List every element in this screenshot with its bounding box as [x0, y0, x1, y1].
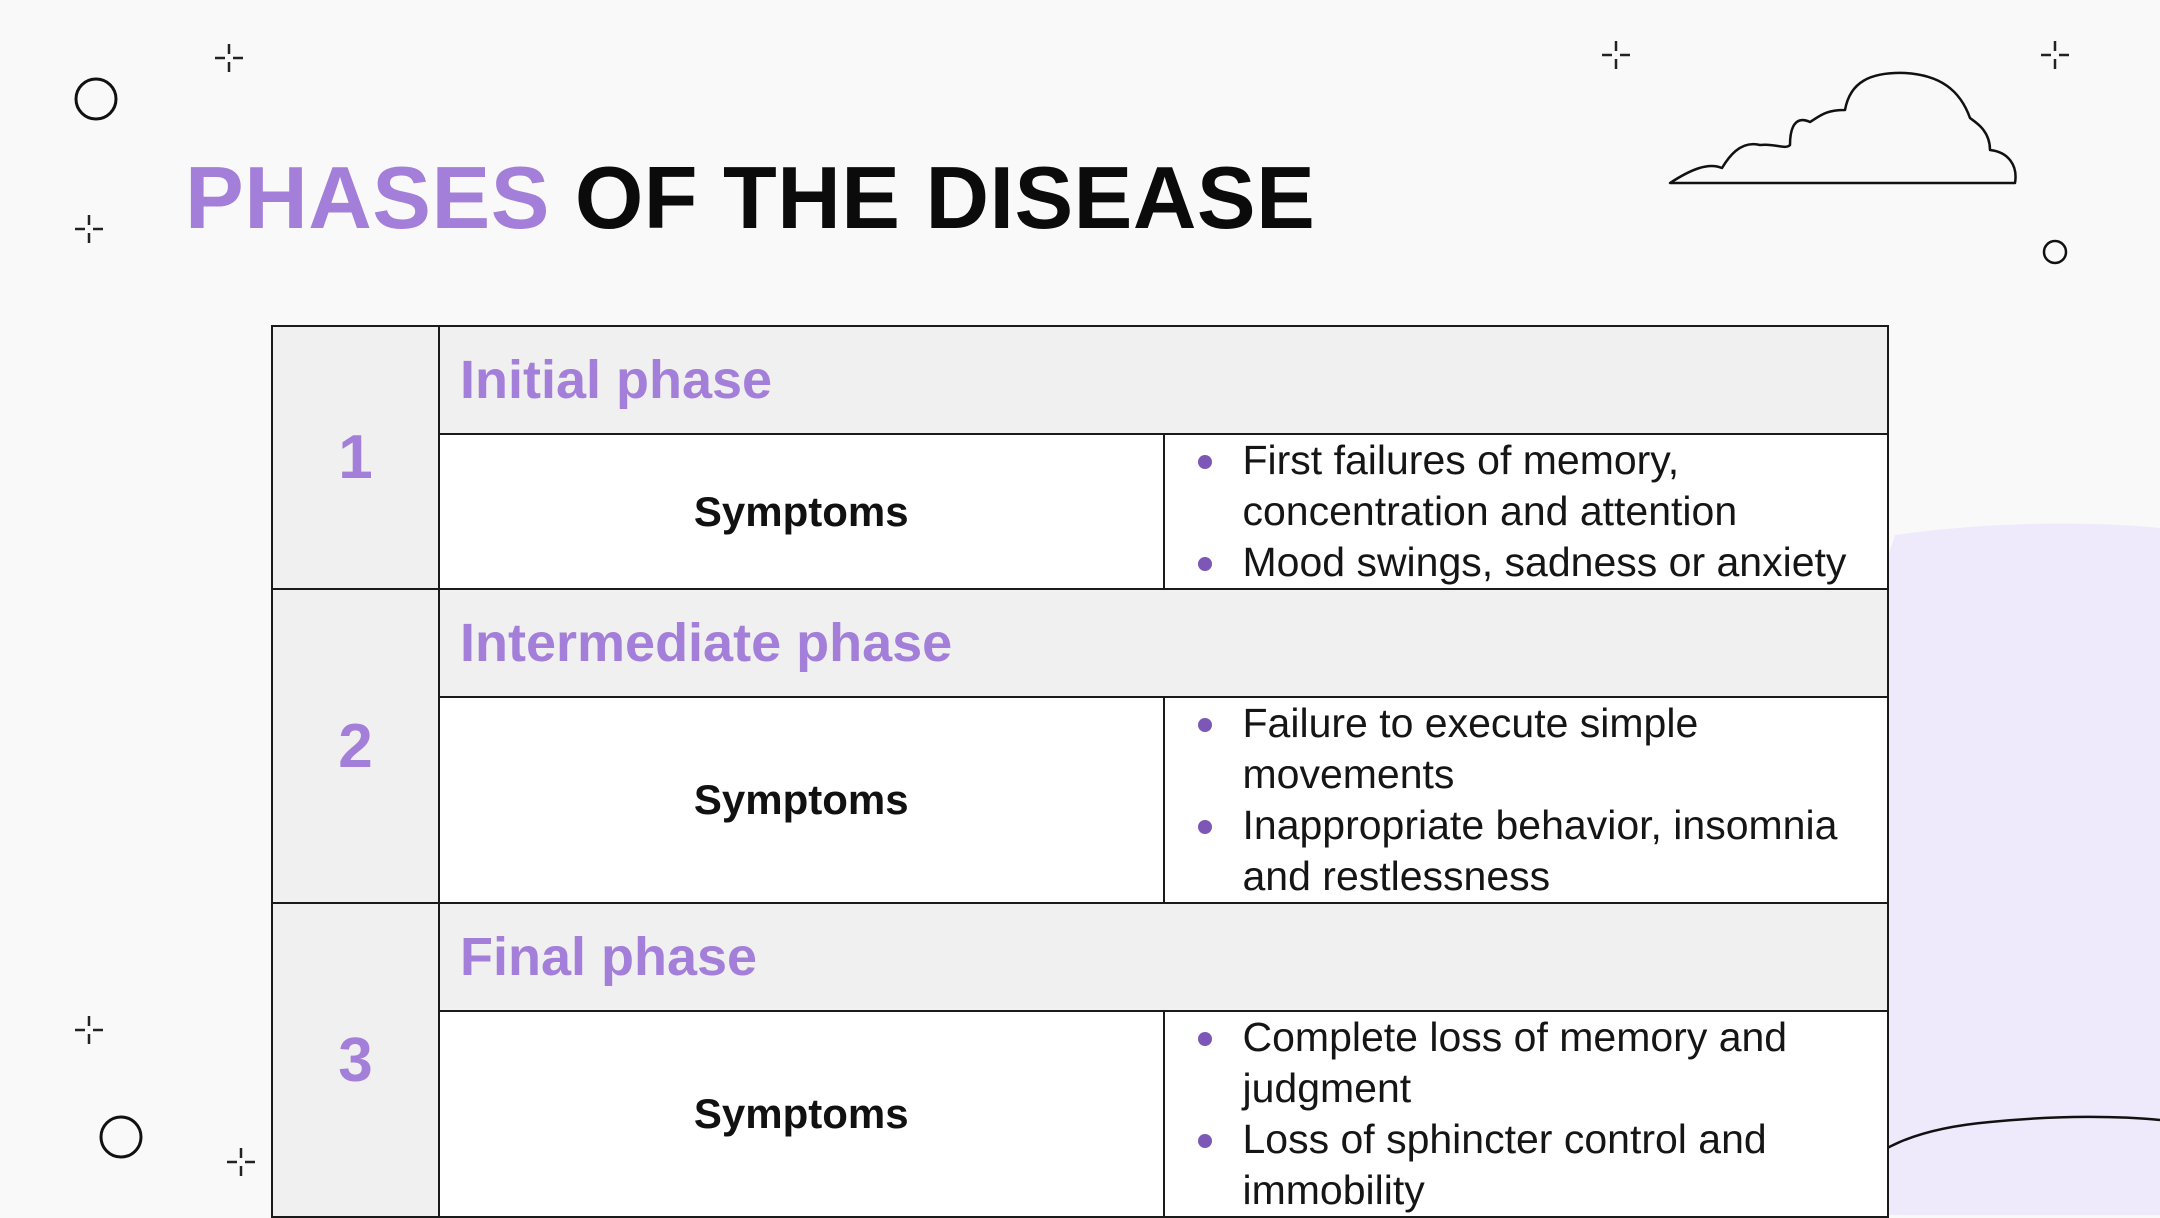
symptoms-label: Symptoms [438, 696, 1165, 904]
symptom-item: First failures of memory, concentration … [1195, 435, 1888, 537]
symptoms-label: Symptoms [438, 1010, 1165, 1218]
symptoms-cell: First failures of memory, concentration … [1162, 433, 1889, 590]
phases-table: 1 Initial phase Symptoms First failures … [271, 325, 1889, 1218]
symptom-item: Failure to execute simple movements [1195, 698, 1888, 800]
phase-name: Final phase [438, 902, 1889, 1012]
phase-number: 2 [271, 588, 440, 904]
symptoms-list: Failure to execute simple movements Inap… [1195, 698, 1888, 902]
phase-name: Initial phase [438, 325, 1889, 435]
circle-decoration [74, 77, 118, 121]
symptoms-cell: Failure to execute simple movements Inap… [1162, 696, 1889, 904]
symptoms-label: Symptoms [438, 433, 1165, 590]
circle-decoration [99, 1115, 143, 1159]
phase-name: Intermediate phase [438, 588, 1889, 698]
phase-header-row: 2 Intermediate phase [271, 588, 1889, 904]
symptom-item: Inappropriate behavior, insomnia and res… [1195, 800, 1888, 902]
symptom-item: Mood swings, sadness or anxiety [1195, 537, 1888, 588]
phase-number: 1 [271, 325, 440, 590]
phase-number: 3 [271, 902, 440, 1218]
circle-decoration [2042, 239, 2068, 265]
symptom-item: Complete loss of memory and judgment [1195, 1012, 1888, 1114]
symptoms-list: Complete loss of memory and judgment Los… [1195, 1012, 1888, 1216]
page-title: PHASES OF THE DISEASE [185, 147, 1315, 248]
symptoms-row: Symptoms Complete loss of memory and jud… [272, 1010, 1889, 1218]
phase-header-row: 1 Initial phase [271, 325, 1889, 590]
symptoms-list: First failures of memory, concentration … [1195, 435, 1888, 588]
title-accent: PHASES [185, 148, 550, 247]
cloud-icon [1668, 71, 2017, 185]
symptoms-row: Symptoms Failure to execute simple movem… [272, 696, 1889, 904]
phase-header-row: 3 Final phase [271, 902, 1889, 1218]
symptoms-cell: Complete loss of memory and judgment Los… [1162, 1010, 1889, 1218]
symptom-item: Loss of sphincter control and immobility [1195, 1114, 1888, 1216]
symptoms-row: Symptoms First failures of memory, conce… [272, 433, 1889, 590]
sparkle-icon [75, 41, 2069, 1176]
title-rest: OF THE DISEASE [549, 148, 1316, 247]
